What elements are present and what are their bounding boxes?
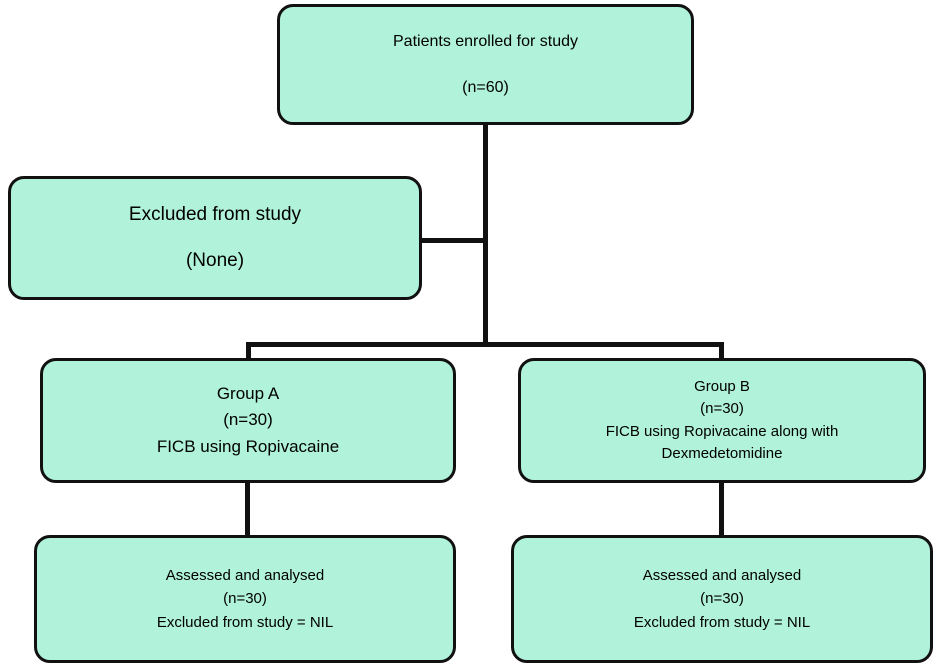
node-patients-enrolled-title: Patients enrolled for study bbox=[393, 32, 578, 50]
node-group-a-count: (n=30) bbox=[223, 410, 273, 430]
node-assessed-analysed-b-title: Assessed and analysed bbox=[642, 567, 802, 585]
node-assessed-analysed-b: Assessed and analysed (n=30) Excluded fr… bbox=[511, 535, 933, 663]
connector-excluded-branch bbox=[419, 238, 487, 243]
node-excluded-title: Excluded from study bbox=[128, 204, 302, 225]
node-group-a-intervention: FICB using Ropivacaine bbox=[156, 436, 340, 456]
node-assessed-analysed-a-excluded: Excluded from study = NIL bbox=[156, 613, 334, 631]
node-group-b: Group B (n=30) FICB using Ropivacaine al… bbox=[518, 358, 926, 483]
node-group-b-intervention-line1: FICB using Ropivacaine along with bbox=[605, 422, 839, 440]
node-group-a-title: Group A bbox=[216, 383, 280, 403]
node-group-b-title: Group B bbox=[694, 377, 750, 395]
node-excluded-count: (None) bbox=[185, 250, 245, 271]
node-group-b-intervention-line2: Dexmedetomidine bbox=[661, 445, 783, 462]
node-assessed-analysed-b-excluded: Excluded from study = NIL bbox=[633, 613, 811, 631]
node-patients-enrolled: Patients enrolled for study (n=60) bbox=[277, 4, 694, 125]
node-patients-enrolled-count: (n=60) bbox=[462, 78, 509, 96]
node-excluded-from-study: Excluded from study (None) bbox=[8, 176, 422, 300]
connector-group-b-to-assessed bbox=[719, 479, 724, 539]
node-assessed-analysed-a-title: Assessed and analysed bbox=[165, 567, 325, 585]
connector-enrolled-trunk bbox=[483, 122, 488, 346]
connector-group-a-to-assessed bbox=[245, 479, 250, 539]
node-assessed-analysed-b-count: (n=30) bbox=[700, 590, 744, 608]
connector-group-split-bar bbox=[246, 342, 724, 347]
node-assessed-analysed-a: Assessed and analysed (n=30) Excluded fr… bbox=[34, 535, 456, 663]
node-assessed-analysed-a-count: (n=30) bbox=[223, 590, 267, 608]
node-group-a: Group A (n=30) FICB using Ropivacaine bbox=[40, 358, 456, 483]
connector-group-b-drop bbox=[719, 342, 724, 362]
connector-group-a-drop bbox=[246, 342, 251, 362]
node-group-b-count: (n=30) bbox=[700, 400, 744, 417]
